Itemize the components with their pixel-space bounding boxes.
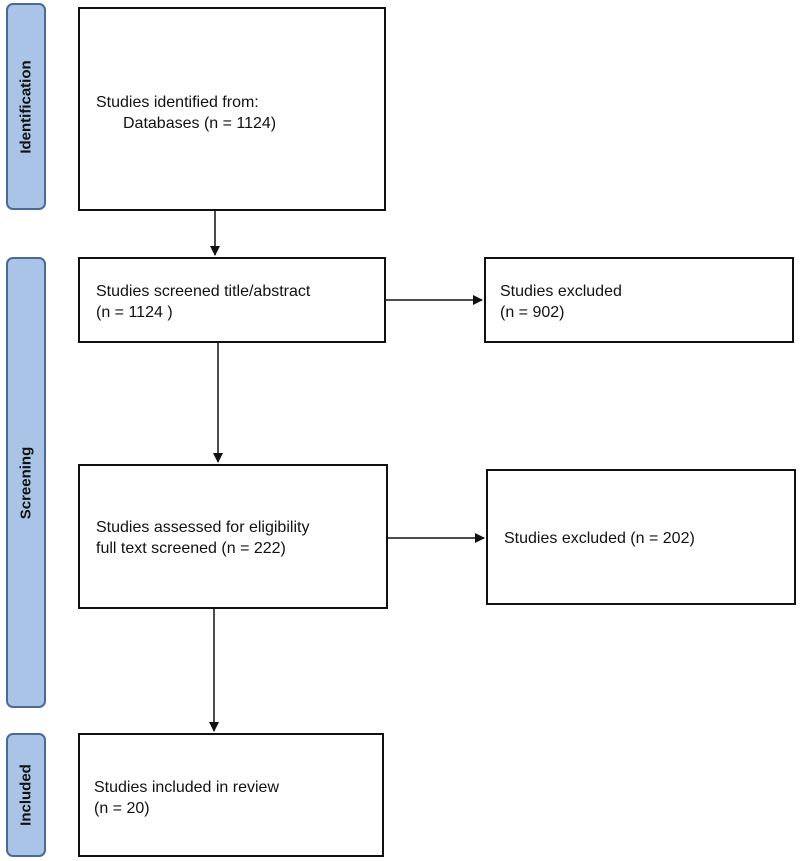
- box-studies-excluded-full-text-line1: Studies excluded (n = 202): [504, 530, 695, 547]
- phase-included: Included: [6, 733, 46, 857]
- box-studies-assessed: Studies assessed for eligibility full te…: [78, 464, 388, 609]
- box-studies-identified-line1: Studies identified from:: [96, 94, 259, 111]
- box-studies-identified-line2: Databases (n = 1124): [123, 115, 277, 132]
- box-studies-screened-line2: (n = 1124 ): [96, 304, 173, 321]
- box-studies-identified: Studies identified from: Databases (n = …: [78, 7, 386, 211]
- box-studies-screened: Studies screened title/abstract (n = 112…: [78, 257, 386, 343]
- box-studies-included: Studies included in review (n = 20): [78, 733, 384, 857]
- phase-identification: Identification: [6, 3, 46, 210]
- box-studies-included-line2: (n = 20): [94, 800, 150, 817]
- phase-screening: Screening: [6, 257, 46, 708]
- box-studies-excluded-screening-line2: (n = 902): [500, 304, 565, 321]
- box-studies-excluded-screening: Studies excluded (n = 902): [484, 257, 794, 343]
- box-studies-excluded-screening-line1: Studies excluded: [500, 283, 622, 300]
- box-studies-screened-line1: Studies screened title/abstract: [96, 283, 311, 300]
- box-studies-assessed-line1: Studies assessed for eligibility: [96, 519, 310, 536]
- box-studies-included-line1: Studies included in review: [94, 779, 279, 796]
- box-studies-assessed-line2: full text screened (n = 222): [96, 540, 286, 557]
- box-studies-excluded-full-text: Studies excluded (n = 202): [486, 469, 796, 605]
